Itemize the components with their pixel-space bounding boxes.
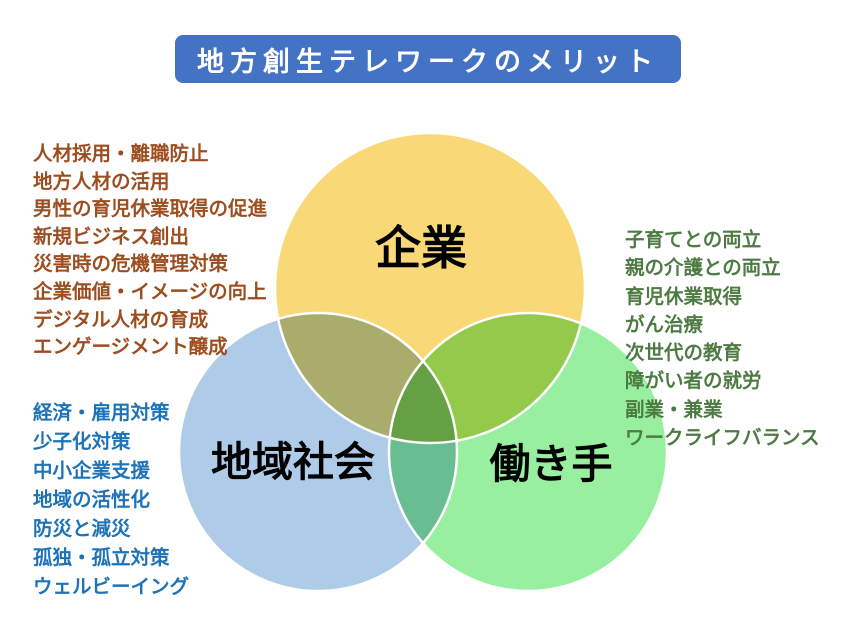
benefit-item: 男性の育児休業取得の促進 bbox=[33, 198, 268, 221]
benefit-item: 新規ビジネス創出 bbox=[33, 225, 190, 248]
benefit-item: 地域の活性化 bbox=[33, 489, 151, 511]
benefit-item: 経済・雇用対策 bbox=[33, 402, 170, 424]
benefit-item: 次世代の教育 bbox=[625, 342, 743, 365]
benefit-item: 中小企業支援 bbox=[33, 460, 151, 482]
benefit-item: 地方人材の活用 bbox=[33, 170, 170, 193]
benefit-list-company: 人材採用・離職防止地方人材の活用男性の育児休業取得の促進新規ビジネス創出災害時の… bbox=[33, 141, 267, 362]
title-banner: 地方創生テレワークのメリット bbox=[175, 35, 681, 83]
benefit-item: がん治療 bbox=[625, 313, 704, 336]
benefit-item: 少子化対策 bbox=[33, 431, 131, 453]
label-community: 地域社会 bbox=[211, 439, 375, 485]
benefit-item: 副業・兼業 bbox=[625, 398, 723, 421]
benefit-item: 孤独・孤立対策 bbox=[33, 547, 170, 569]
benefit-item: ワークライフバランス bbox=[625, 427, 820, 450]
benefit-list-worker: 子育てとの両立親の介護との両立育児休業取得がん治療次世代の教育障がい者の就労副業… bbox=[625, 226, 820, 452]
benefit-item: エンゲージメント醸成 bbox=[33, 336, 228, 359]
benefit-item: ウェルビーイング bbox=[33, 576, 190, 598]
label-worker: 働き手 bbox=[489, 441, 613, 487]
benefit-item: 人材採用・離職防止 bbox=[33, 143, 209, 165]
label-company: 企業 bbox=[375, 222, 467, 274]
benefit-item: デジタル人材の育成 bbox=[33, 308, 209, 331]
benefit-item: 育児休業取得 bbox=[625, 285, 743, 308]
benefit-item: 子育てとの両立 bbox=[625, 229, 762, 251]
benefit-item: 防災と減災 bbox=[33, 518, 131, 540]
benefit-item: 親の介護との両立 bbox=[625, 257, 781, 280]
benefit-item: 災害時の危機管理対策 bbox=[33, 253, 229, 276]
benefit-list-community: 経済・雇用対策少子化対策中小企業支援地域の活性化防災と減災孤独・孤立対策ウェルビ… bbox=[33, 399, 189, 602]
benefit-item: 企業価値・イメージの向上 bbox=[33, 280, 267, 303]
page-title: 地方創生テレワークのメリット bbox=[197, 46, 659, 77]
benefit-item: 障がい者の就労 bbox=[625, 370, 762, 393]
